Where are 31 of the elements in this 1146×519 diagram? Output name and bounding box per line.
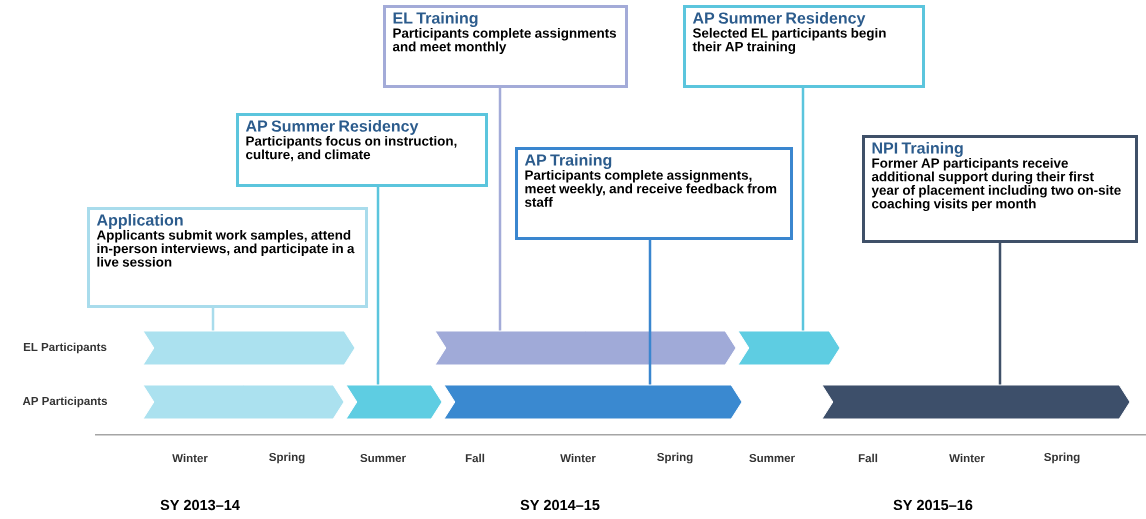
callout-box: NPI Training Former AP participants receive additional support during their first year of placement including two on-site coaching visits per month [862,135,1138,243]
season-label: Fall [465,453,485,463]
row-label: EL Participants [23,342,107,354]
callout-box: AP Training Participants complete assignments, meet weekly, and receive feedback from staff [515,147,793,240]
timeline-bar [142,384,345,420]
callout-box: EL Training Participants complete assignments and meet monthly [383,5,628,88]
timeline-bar [443,384,743,420]
timeline-bar [142,330,356,366]
season-label: Spring [269,452,305,464]
season-label: Summer [749,453,795,463]
callout-box: AP Summer Residency Selected EL participants begin their AP training [683,5,925,88]
leader-line [998,243,1002,385]
school-year-label: SY 2015–16 [893,499,973,511]
school-year-label: SY 2014–15 [520,499,600,511]
season-label: Summer [360,453,406,463]
season-label: Spring [657,452,693,464]
callout-box: AP Summer Residency Participants focus on instruction, culture, and climate [236,113,488,187]
leader-line [498,88,502,331]
leader-line [211,308,215,331]
timeline-bar [737,330,841,366]
leader-line [801,88,805,331]
leader-line [648,240,652,385]
school-year-label: SY 2013–14 [160,499,240,511]
timeline-bar [345,384,443,420]
leader-line [376,187,380,385]
row-label: AP Participants [22,396,108,408]
timeline-bar [821,384,1131,420]
callout-box: Application Applicants submit work samples, attend in-person interviews, and participate in a live session [87,207,368,308]
timeline-bar [434,330,737,366]
season-label: Winter [949,453,985,463]
season-label: Spring [1044,452,1080,464]
